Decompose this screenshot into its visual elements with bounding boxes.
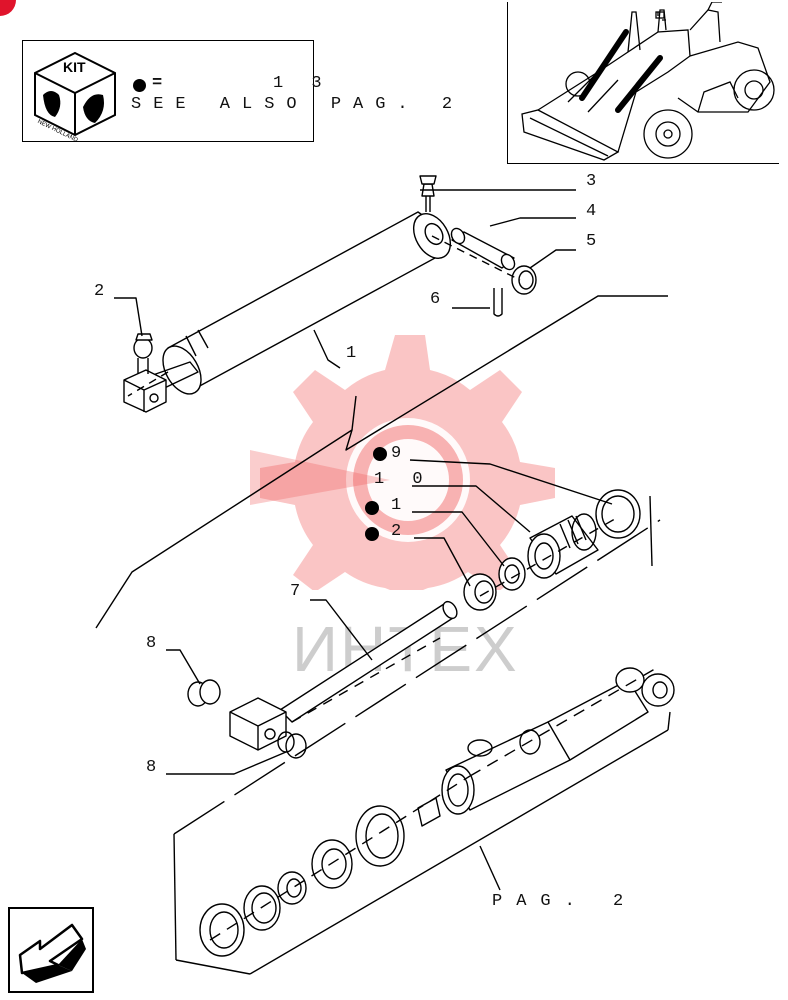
callout-9: 9	[391, 444, 411, 463]
tractor-loader-icon	[521, 1, 775, 161]
callout-5: 5	[586, 232, 606, 251]
callout-8-bottom: 8	[146, 758, 166, 777]
callout-10: 1 0	[374, 470, 432, 489]
page-reference: PAG. 2	[492, 892, 638, 911]
kit-cube-icon	[34, 51, 116, 137]
bullet-9-icon	[373, 447, 387, 461]
callout-2: 2	[94, 282, 114, 301]
kit-bullet-icon	[133, 79, 146, 92]
callout-8-top: 8	[146, 634, 166, 653]
callout-12: 2	[391, 522, 411, 541]
callout-6: 6	[430, 290, 450, 309]
callout-4: 4	[586, 202, 606, 221]
bullet-12-icon	[365, 527, 379, 541]
kit-see-also: SEE ALSO PAG. 2	[131, 95, 465, 114]
kit-legend-box: KIT NEW HOLLAND = 1 3 SEE ALSO PAG. 2	[22, 40, 452, 144]
tractor-inset	[507, 1, 779, 164]
corner-marker-icon	[0, 0, 16, 16]
back-arrow-icon	[18, 923, 86, 983]
bullet-11-icon	[365, 501, 379, 515]
kit-bullet-count: 1 3	[273, 74, 331, 93]
callout-11: 1	[391, 496, 411, 515]
kit-badge-label: KIT	[63, 59, 86, 75]
back-navigation-button[interactable]	[8, 907, 94, 993]
callout-7: 7	[290, 582, 310, 601]
callout-1: 1	[346, 344, 366, 363]
kit-bullet-equals: =	[152, 74, 172, 93]
callout-3: 3	[586, 172, 606, 191]
